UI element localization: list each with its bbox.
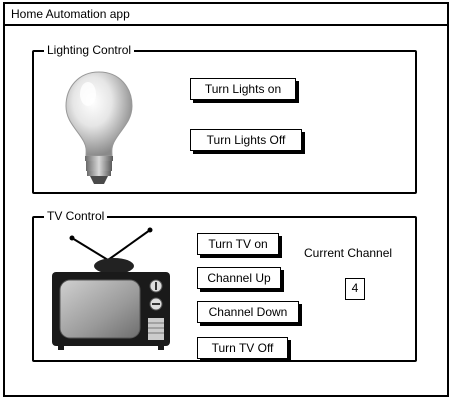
lighting-control-legend: Lighting Control	[44, 43, 135, 57]
current-channel-value: 4	[345, 278, 365, 300]
title-bar: Home Automation app	[5, 4, 447, 26]
turn-tv-on-button[interactable]: Turn TV on	[197, 233, 279, 255]
tv-control-group: TV Control	[32, 209, 417, 362]
tv-control-legend: TV Control	[44, 209, 108, 223]
current-channel-label: Current Channel	[304, 246, 393, 260]
turn-lights-on-button[interactable]: Turn Lights on	[190, 78, 296, 100]
lightbulb-icon	[65, 71, 133, 184]
turn-lights-off-button[interactable]: Turn Lights Off	[190, 129, 302, 151]
channel-down-button[interactable]: Channel Down	[197, 301, 299, 323]
lighting-control-group: Lighting Control Tu	[32, 43, 417, 194]
channel-up-button[interactable]: Channel Up	[197, 267, 281, 289]
app-window: Home Automation app Lighting Control	[3, 2, 449, 397]
television-icon	[52, 227, 170, 350]
turn-tv-off-button[interactable]: Turn TV Off	[197, 337, 288, 359]
window-title: Home Automation app	[11, 7, 130, 21]
